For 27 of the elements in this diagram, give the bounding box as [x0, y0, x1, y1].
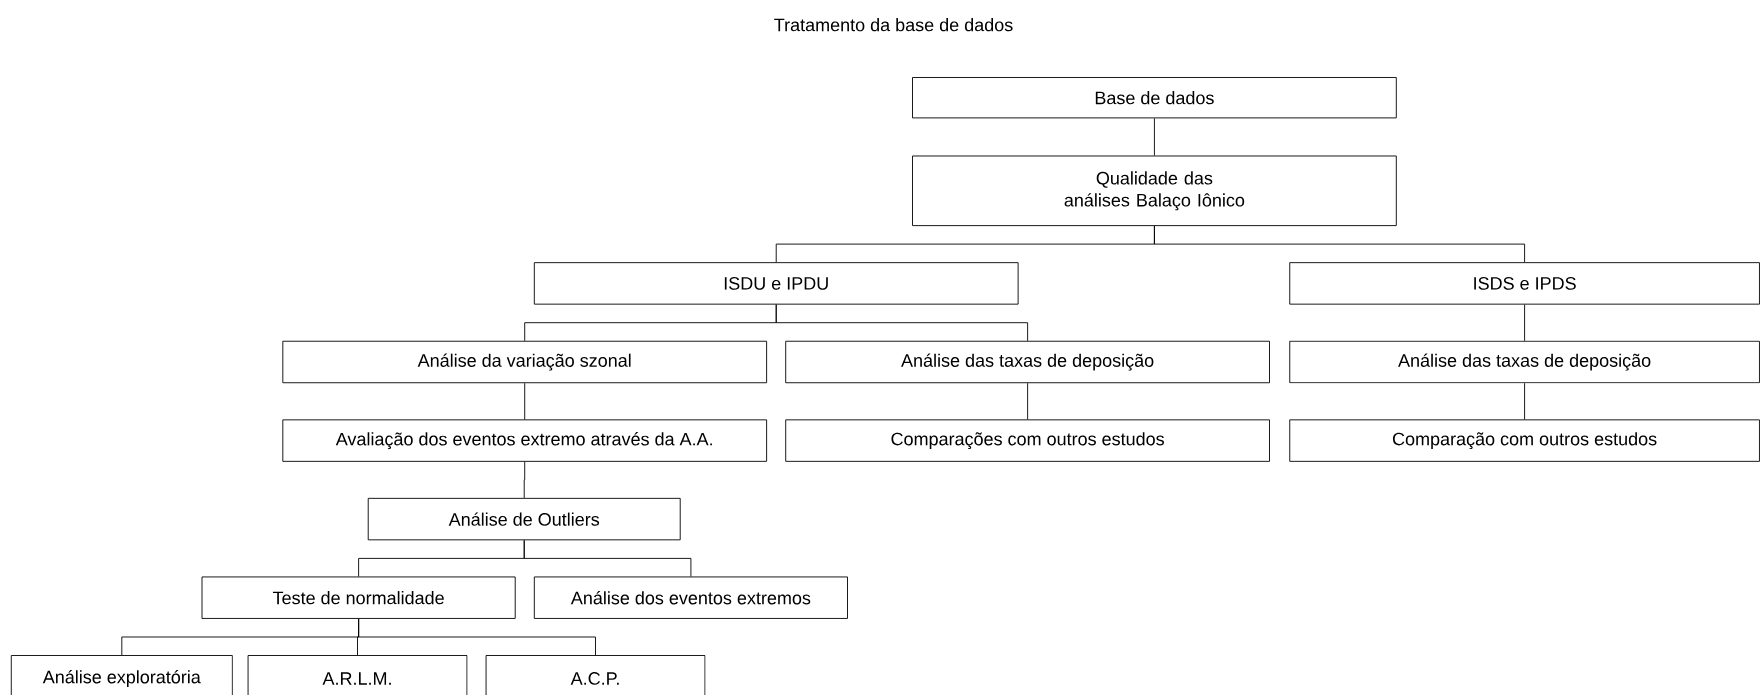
- process-box: Análise das taxas de deposição: [1289, 340, 1760, 384]
- process-box: Análise exploratória: [10, 655, 233, 695]
- process-box: Análise da variação szonal: [282, 340, 768, 384]
- connector: [1153, 225, 1526, 263]
- process-box: Análise dos eventos extremos: [533, 576, 848, 619]
- process-box: Comparação com outros estudos: [1289, 419, 1760, 462]
- process-box: ISDS e IPDS: [1289, 262, 1760, 305]
- connector: [523, 539, 692, 577]
- connector: [523, 461, 526, 499]
- process-box: Teste de normalidade: [201, 576, 516, 619]
- connector: [1524, 382, 1526, 420]
- connector: [1027, 382, 1029, 420]
- process-box: ISDU e IPDU: [533, 262, 1019, 305]
- process-box: A.R.L.M.: [247, 655, 468, 695]
- process-box: A.C.P.: [485, 655, 706, 695]
- process-box: Comparações com outros estudos: [785, 419, 1270, 462]
- connector: [524, 382, 526, 420]
- connector: [775, 304, 1029, 342]
- process-box: Qualidade das análises Balaço Iônico: [912, 155, 1397, 227]
- connector: [358, 618, 596, 656]
- process-box: Análise das taxas de deposição: [785, 340, 1270, 384]
- process-box: Análise de Outliers: [367, 497, 681, 541]
- connector: [1524, 304, 1526, 342]
- process-box: Base de dados: [912, 77, 1397, 119]
- process-box: Avaliação dos eventos extremo através da A.A.: [282, 419, 768, 462]
- connector: [1153, 117, 1155, 156]
- title: Tratamento da base de dados: [774, 18, 1013, 32]
